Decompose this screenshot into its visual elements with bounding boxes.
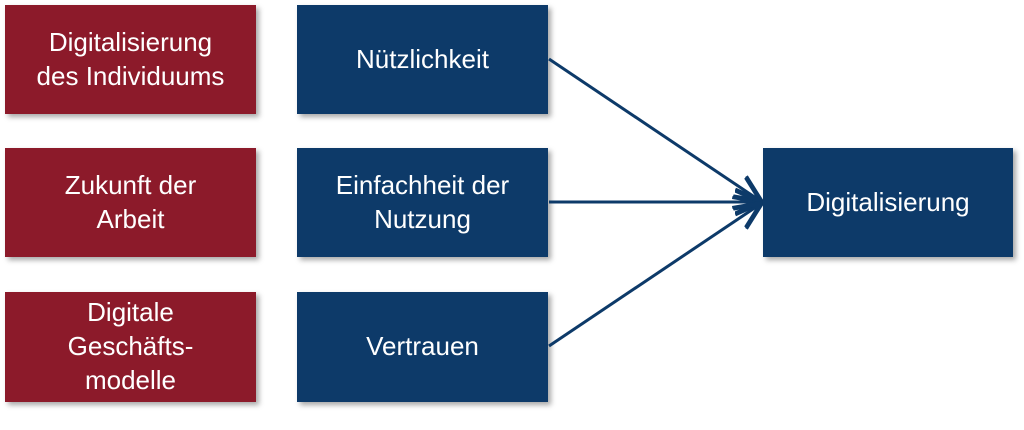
construct-box-einfachheit-der-nutzung: Einfachheit der Nutzung bbox=[297, 148, 548, 257]
construct-box-nuetzlichkeit: Nützlichkeit bbox=[297, 5, 548, 114]
construct-label: Nützlichkeit bbox=[356, 43, 489, 74]
factor-box-digitale-geschaeftsmodelle: Digitale Geschäfts- modelle bbox=[5, 292, 256, 402]
factor-label: Digitale Geschäfts- modelle bbox=[67, 297, 194, 395]
factor-box-zukunft-der-arbeit: Zukunft der Arbeit bbox=[5, 148, 256, 257]
construct-label: Einfachheit der Nutzung bbox=[335, 169, 510, 234]
arrow-nuetzlichkeit-to-digitalisierung bbox=[548, 57, 759, 200]
construct-box-vertrauen: Vertrauen bbox=[297, 292, 548, 402]
outcome-box-digitalisierung: Digitalisierung bbox=[763, 148, 1013, 257]
arrow-vertrauen-to-digitalisierung bbox=[548, 205, 759, 348]
factor-label: Zukunft der Arbeit bbox=[64, 169, 197, 234]
factor-box-digitalisierung-des-individuums: Digitalisierung des Individuums bbox=[5, 5, 256, 114]
outcome-label: Digitalisierung bbox=[806, 186, 970, 217]
construct-label: Vertrauen bbox=[366, 331, 479, 362]
factor-label: Digitalisierung des Individuums bbox=[36, 26, 225, 91]
